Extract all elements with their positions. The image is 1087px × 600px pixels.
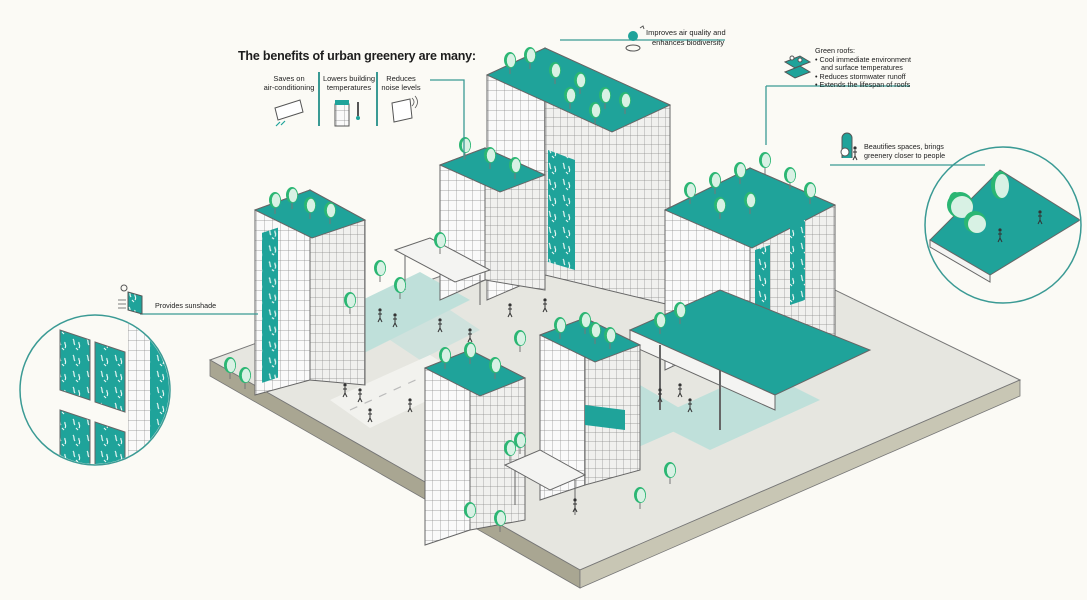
- window-soundwave-icon: [391, 95, 418, 123]
- benefit-text: air-conditioning: [263, 83, 315, 92]
- sunshade-panel-icon: [118, 284, 143, 315]
- callout-green-roofs: Green roofs: • Cool immediate environmen…: [815, 46, 911, 90]
- building-thermometer-icon: [334, 100, 360, 127]
- tree-bird-icon: [625, 25, 645, 52]
- right-building: [628, 151, 872, 430]
- divider: [376, 72, 378, 126]
- benefit-text: temperatures: [326, 83, 372, 92]
- green-roofs-list: • Cool immediate environment and surface…: [815, 54, 911, 90]
- front-right-building: [538, 311, 642, 501]
- air-conditioner-icon: [274, 99, 304, 127]
- benefit-building-temperatures: Lowers building temperatures: [320, 74, 378, 92]
- callout-text: enhances biodiversity: [652, 37, 725, 47]
- tree-person-icon: [840, 132, 858, 161]
- callout-heading: Green roofs:: [815, 46, 855, 55]
- list-item: • Cool immediate environment: [815, 54, 911, 64]
- divider: [318, 72, 320, 126]
- callout-air-quality: Improves air quality and enhances biodiv…: [646, 28, 726, 47]
- callout-text: Beautifies spaces, brings: [864, 142, 944, 151]
- callout-leaders: [140, 39, 985, 315]
- benefit-text: noise levels: [381, 83, 421, 92]
- page-title: The benefits of urban greenery are many:: [238, 49, 476, 63]
- rooftop-detail-circle: [924, 146, 1082, 304]
- list-item: • Reduces stormwater runoff: [815, 71, 906, 81]
- benefit-noise-levels: Reduces noise levels: [378, 74, 424, 92]
- callout-text: Improves air quality and: [646, 28, 726, 37]
- callout-beautifies: Beautifies spaces, brings greenery close…: [864, 142, 946, 160]
- benefit-air-conditioning: Saves on air-conditioning: [258, 74, 320, 92]
- front-left-building: [423, 341, 527, 546]
- green-roof-icon: [783, 55, 812, 79]
- callout-sunshade: Provides sunshade: [155, 301, 217, 310]
- list-item: • Extends the lifespan of roofs: [815, 80, 911, 89]
- benefit-text: Reduces: [386, 74, 416, 83]
- pergolas: [393, 237, 587, 515]
- benefit-text: Lowers building: [322, 74, 376, 83]
- benefit-text: Saves on: [273, 74, 305, 83]
- list-item: and surface temperatures: [821, 63, 903, 72]
- callout-text: greenery closer to people: [864, 150, 946, 160]
- facade-detail-circle: [19, 314, 171, 466]
- left-tower: [253, 186, 367, 396]
